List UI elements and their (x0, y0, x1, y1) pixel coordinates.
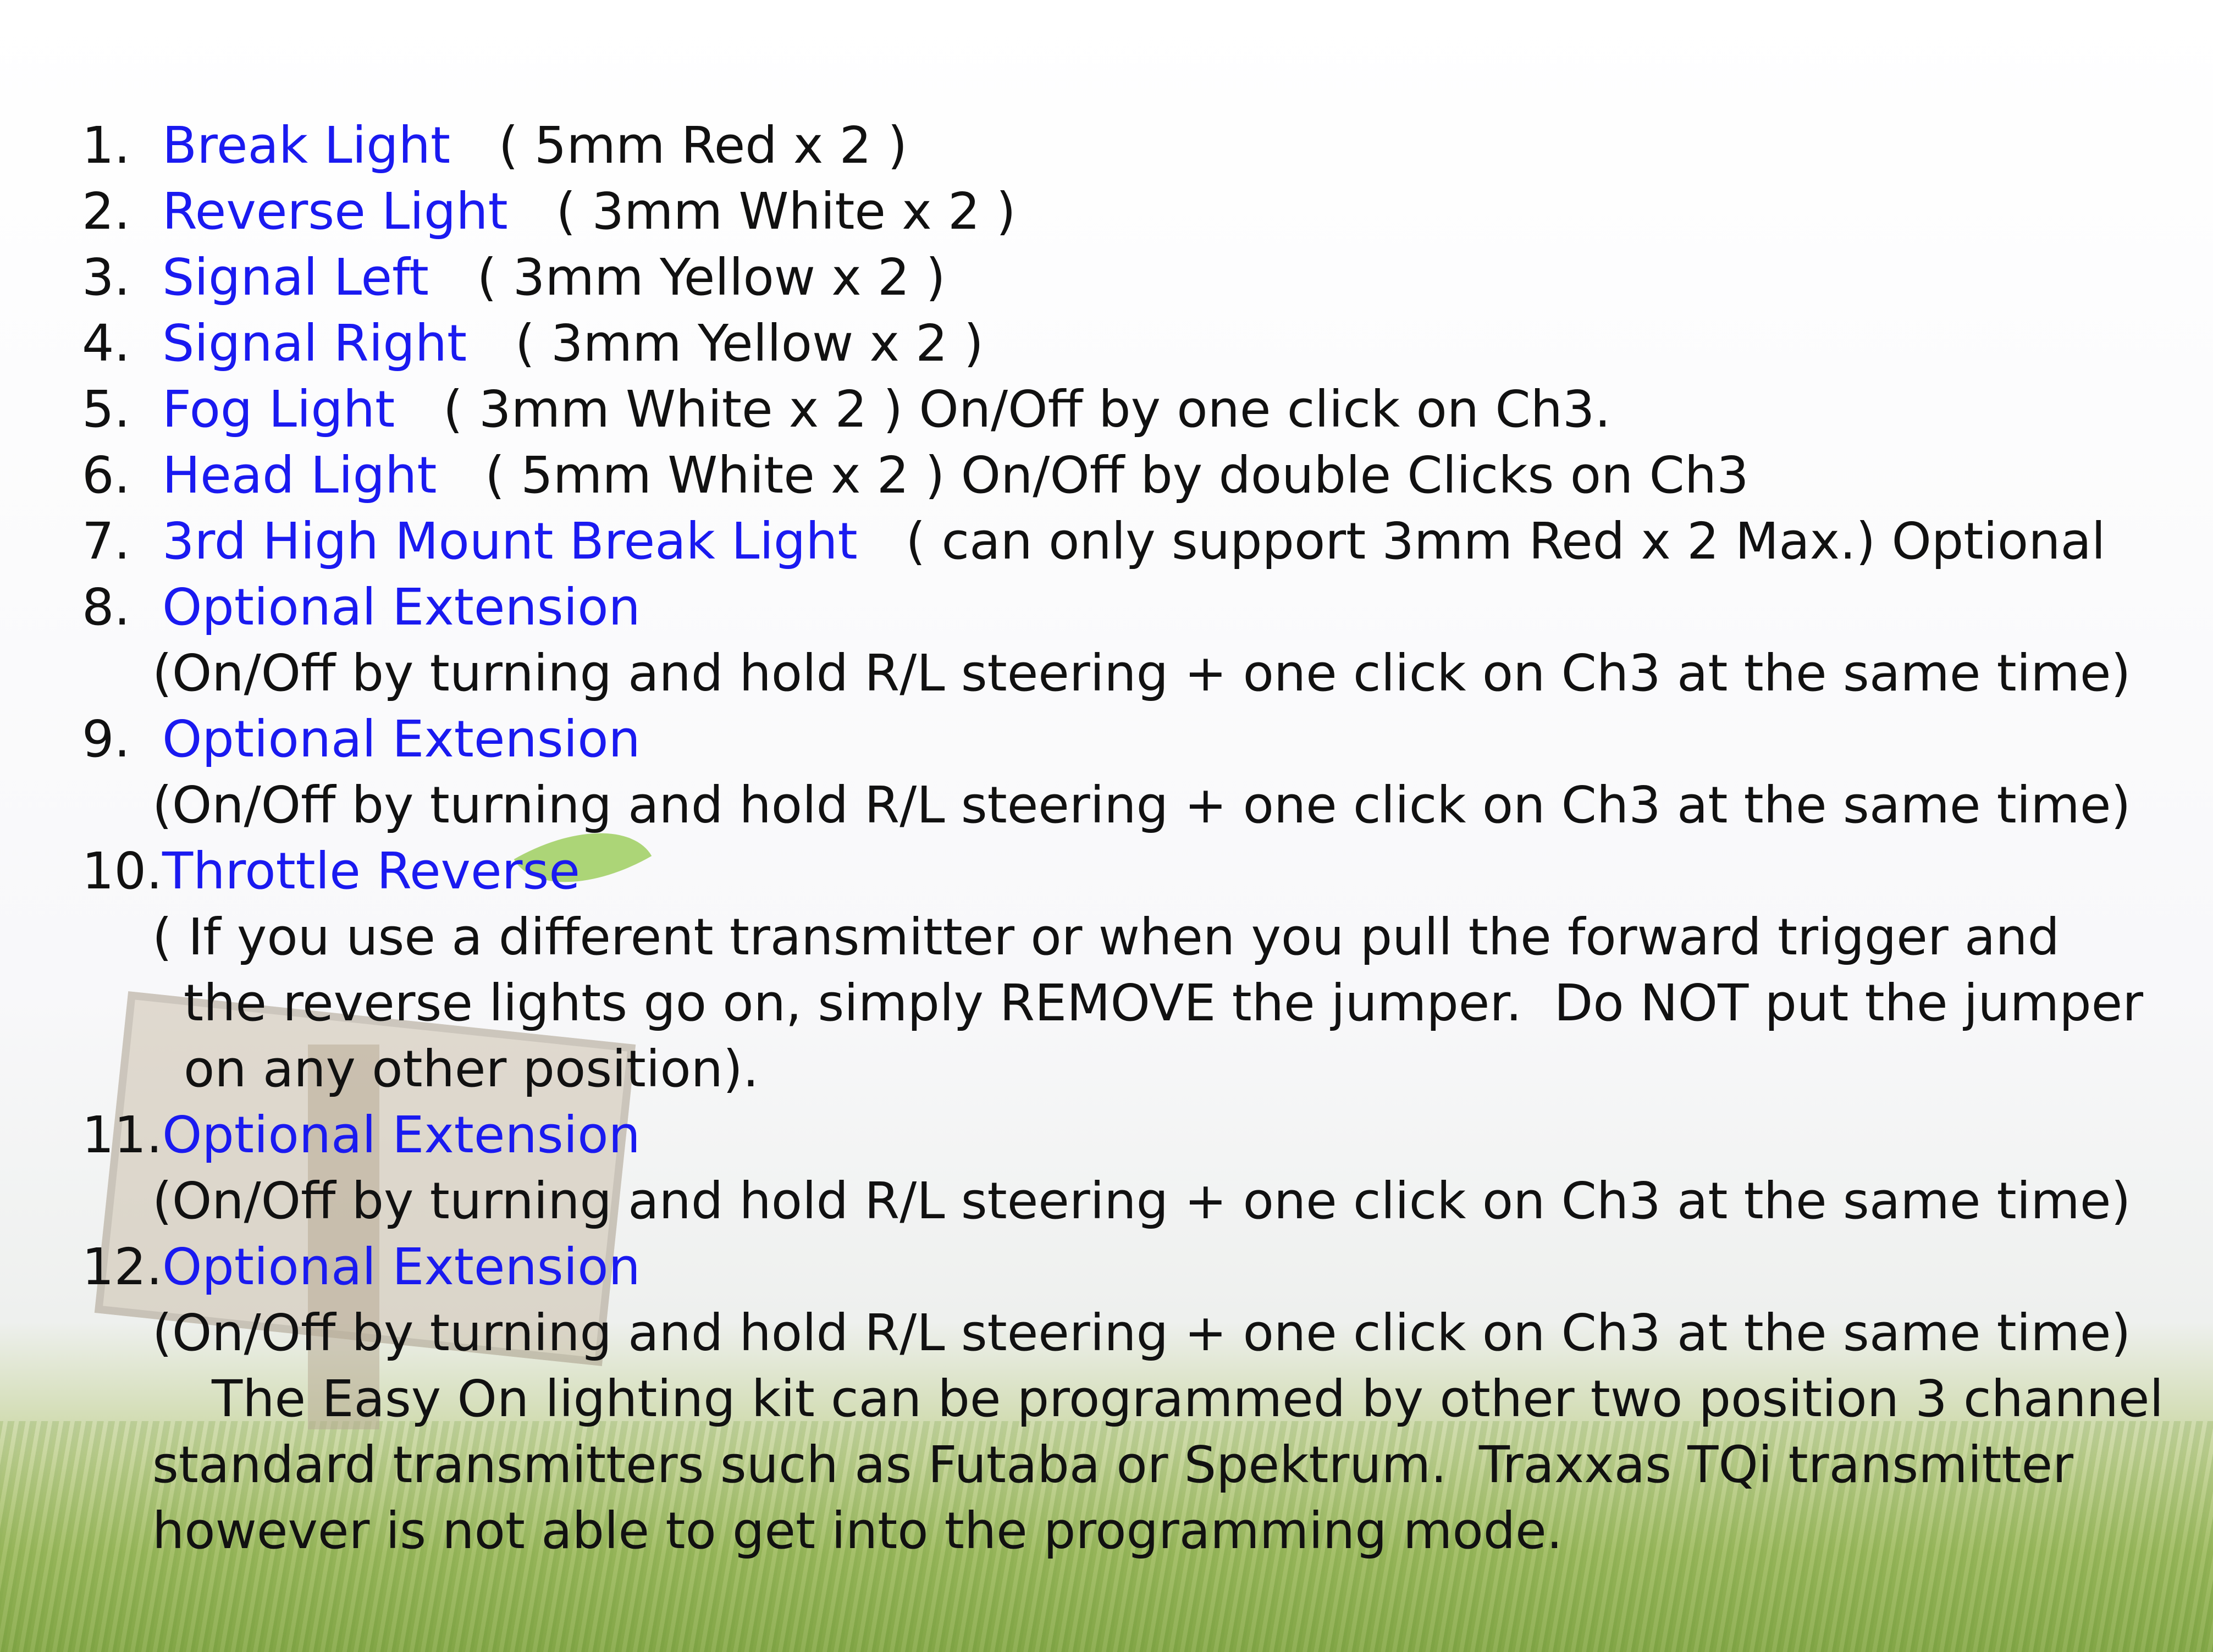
item-label: Throttle Reverse (162, 842, 580, 900)
item-label: 3rd High Mount Break Light (162, 512, 858, 571)
item-label: Optional Extension (162, 1237, 641, 1296)
item-detail: ( 5mm White x 2 ) On/Off by double Click… (437, 446, 1749, 505)
item-number: 2. (82, 182, 130, 241)
footer-note: The Easy On lighting kit can be programm… (212, 1369, 2164, 1428)
item-number: 12. (82, 1237, 163, 1296)
item-number: 5. (82, 380, 130, 439)
item-label: Reverse Light (162, 182, 508, 241)
item-detail: ( 5mm Red x 2 ) (450, 116, 908, 175)
sign-post-image (308, 1045, 379, 1429)
item-description: the reverse lights go on, simply REMOVE … (184, 974, 2144, 1032)
item-number: 8. (82, 578, 130, 637)
footer-note: however is not able to get into the prog… (152, 1501, 1563, 1560)
item-label: Signal Right (162, 314, 467, 373)
footer-note: standard transmitters such as Futaba or … (152, 1435, 2073, 1494)
item-number: 9. (82, 710, 130, 769)
item-label: Optional Extension (162, 1106, 641, 1164)
item-number: 7. (82, 512, 130, 571)
item-number: 3. (82, 248, 130, 307)
item-description: on any other position). (184, 1040, 759, 1098)
item-detail: ( can only support 3mm Red x 2 Max.) Opt… (857, 512, 2106, 571)
item-number: 10. (82, 842, 163, 900)
item-description: (On/Off by turning and hold R/L steering… (152, 776, 2131, 835)
item-label: Optional Extension (162, 578, 641, 637)
item-label: Head Light (162, 446, 437, 505)
item-label: Optional Extension (162, 710, 641, 769)
item-detail: ( 3mm Yellow x 2 ) (467, 314, 984, 373)
item-description: (On/Off by turning and hold R/L steering… (152, 1172, 2131, 1230)
item-detail: ( 3mm Yellow x 2 ) (428, 248, 946, 307)
item-description: ( If you use a different transmitter or … (152, 908, 2060, 966)
item-number: 6. (82, 446, 130, 505)
item-description: (On/Off by turning and hold R/L steering… (152, 644, 2131, 703)
item-detail: ( 3mm White x 2 ) (507, 182, 1016, 241)
item-number: 1. (82, 116, 130, 175)
item-number: 11. (82, 1106, 163, 1164)
item-label: Signal Left (162, 248, 429, 307)
item-detail: ( 3mm White x 2 ) On/Off by one click on… (395, 380, 1611, 439)
item-description: (On/Off by turning and hold R/L steering… (152, 1303, 2131, 1362)
item-label: Fog Light (162, 380, 395, 439)
item-label: Break Light (162, 116, 451, 175)
grass-background (0, 1421, 2213, 1652)
item-number: 4. (82, 314, 130, 373)
